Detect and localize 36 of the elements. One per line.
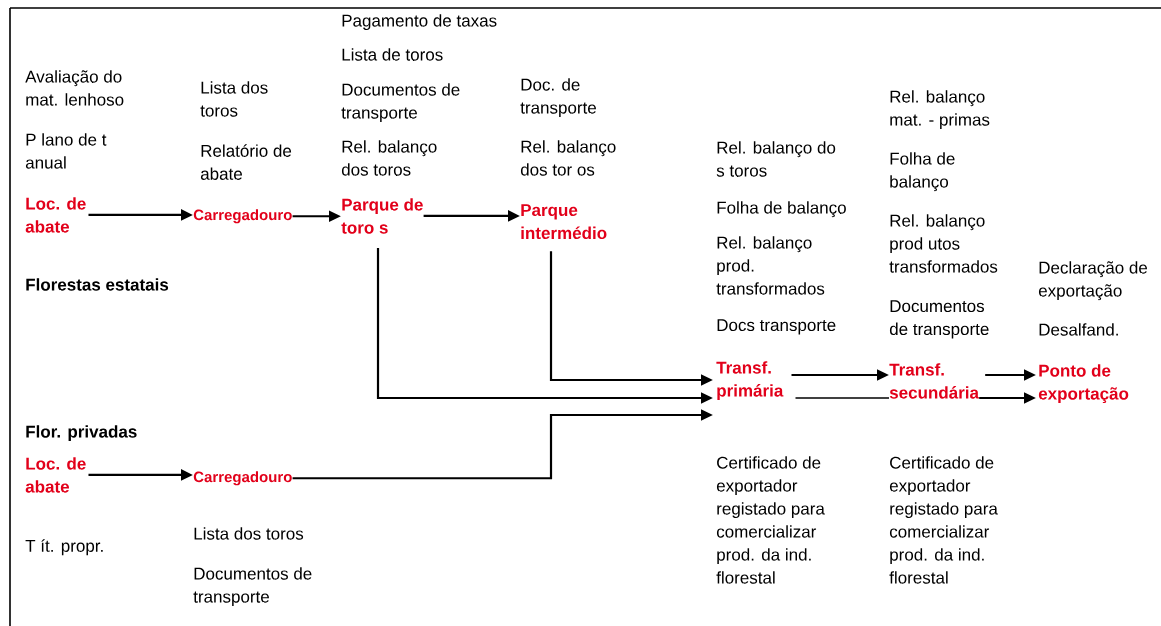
document-note: Folha de balanço [717,201,846,218]
stage-label: Loc. de abate [25,457,86,493]
document-note: Desalfand. [1039,323,1118,336]
stage-label: Transf. primária [716,361,784,401]
document-note: Rel. balanço dos tor os [520,140,616,176]
document-note: Rel. balanço mat. - primas [890,90,990,130]
stage-label: Loc. de abate [25,197,86,233]
document-note: Relatório de abate [200,144,292,180]
document-note: Folha de balanço [890,152,955,192]
document-note: Pagamento de taxas [342,14,497,31]
document-note: Rel. balanço prod utos transformados [889,214,998,273]
group-heading: Flor. privadas [26,425,137,442]
document-note: T ít. propr. [25,539,103,556]
document-note: Documentos de transporte [193,567,312,607]
document-note: Rel. balanço do s toros [716,141,836,177]
document-note: Certificado de exportador registado para comercializar prod. da ind. florestal [889,456,998,584]
document-note: Certificado de exportador registado para comercializar prod. da ind. florestal [716,456,825,584]
document-note: Lista de toros [342,48,443,61]
document-note: Docs transporte [717,319,836,335]
document-note: Declaração de exportação [1038,261,1148,301]
group-heading: Florestas estatais [26,278,169,291]
document-note: Documentos de transporte [889,300,989,339]
document-note: Lista dos toros [194,527,304,540]
document-note: Avaliação do mat. lenhoso [25,70,124,106]
document-note: Rel. balanço prod. transformados [716,236,825,295]
stage-label: Carregadouro [193,209,292,224]
stage-label: Parque de toro s [341,198,423,234]
document-note: Lista dos toros [200,81,268,117]
document-note: Rel. balanço dos toros [341,140,437,176]
stage-label: Ponto de exportação [1038,364,1129,404]
stage-label: Carregadouro [193,471,292,486]
document-note: Doc. de transporte [520,78,596,118]
stage-label: Transf. secundária [889,363,980,399]
document-note: P lano de t anual [25,133,107,169]
stage-label: Parque intermédio [521,204,607,240]
document-note: Documentos de transporte [341,83,460,123]
